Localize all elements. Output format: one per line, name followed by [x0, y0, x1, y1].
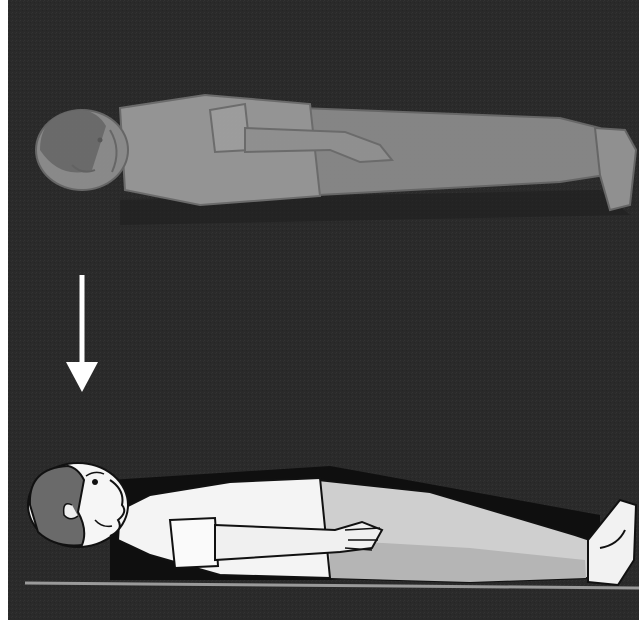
illustration-scene — [0, 0, 639, 620]
illustration-canvas — [0, 0, 639, 620]
